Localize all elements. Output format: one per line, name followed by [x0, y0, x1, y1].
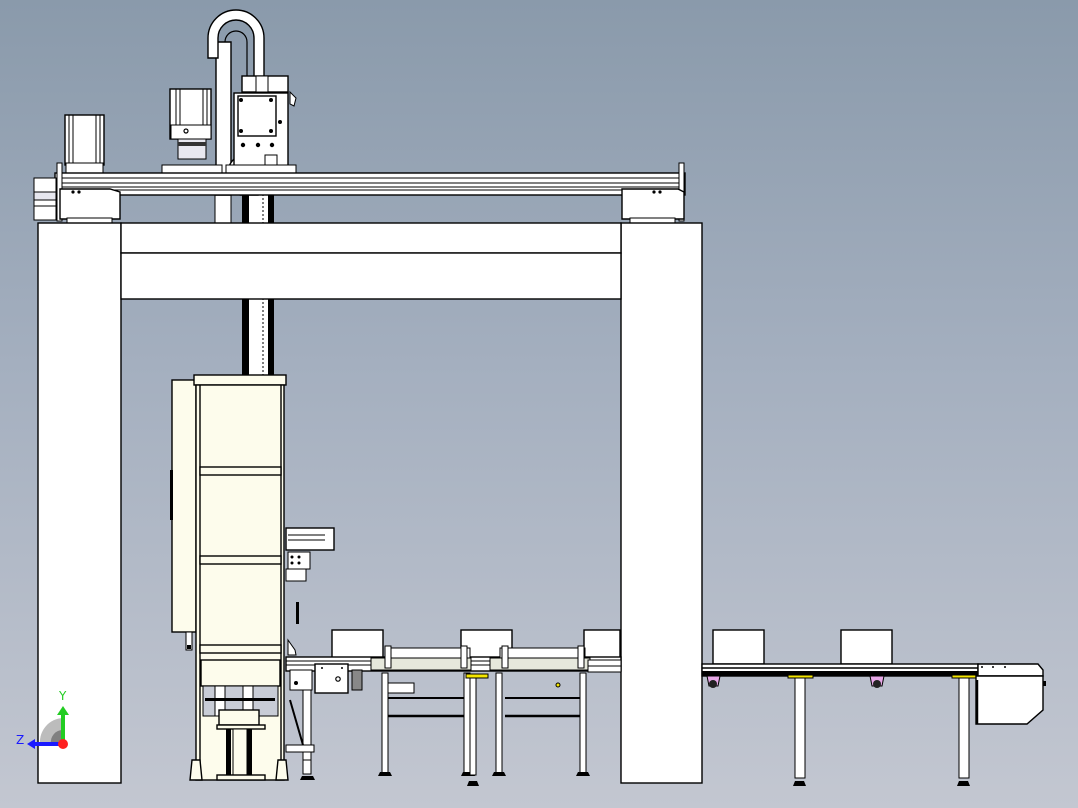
box-5[interactable] — [840, 629, 893, 665]
y-axis-arrow — [61, 713, 65, 743]
side-cylinder[interactable] — [285, 527, 335, 656]
coordinate-triad: Y Z — [16, 689, 69, 749]
roller-conveyor-2[interactable] — [489, 645, 591, 776]
servo-motor-left[interactable] — [64, 114, 105, 174]
conveyor-outfeed[interactable] — [701, 663, 1046, 786]
z-axis-label: Z — [16, 733, 24, 747]
box-4[interactable] — [712, 629, 765, 665]
conveyor-infeed[interactable] — [285, 656, 622, 780]
roller-conveyor-1[interactable] — [370, 645, 489, 786]
z-carriage[interactable] — [225, 75, 297, 174]
gantry-beam-upper[interactable] — [120, 222, 622, 254]
roller-conveyor-3[interactable] — [587, 659, 622, 673]
origin-dot — [58, 739, 68, 749]
pallet-stacker[interactable] — [170, 374, 289, 781]
servo-motor-x[interactable] — [161, 88, 223, 174]
x-axis-rail[interactable] — [33, 162, 686, 224]
gantry-frame[interactable] — [37, 222, 703, 784]
gantry-beam-lower[interactable] — [120, 252, 622, 300]
gantry-post-left[interactable] — [37, 222, 122, 784]
z-axis-arrow — [34, 742, 62, 746]
y-axis-label: Y — [58, 689, 67, 703]
gantry-post-right[interactable] — [620, 222, 703, 784]
